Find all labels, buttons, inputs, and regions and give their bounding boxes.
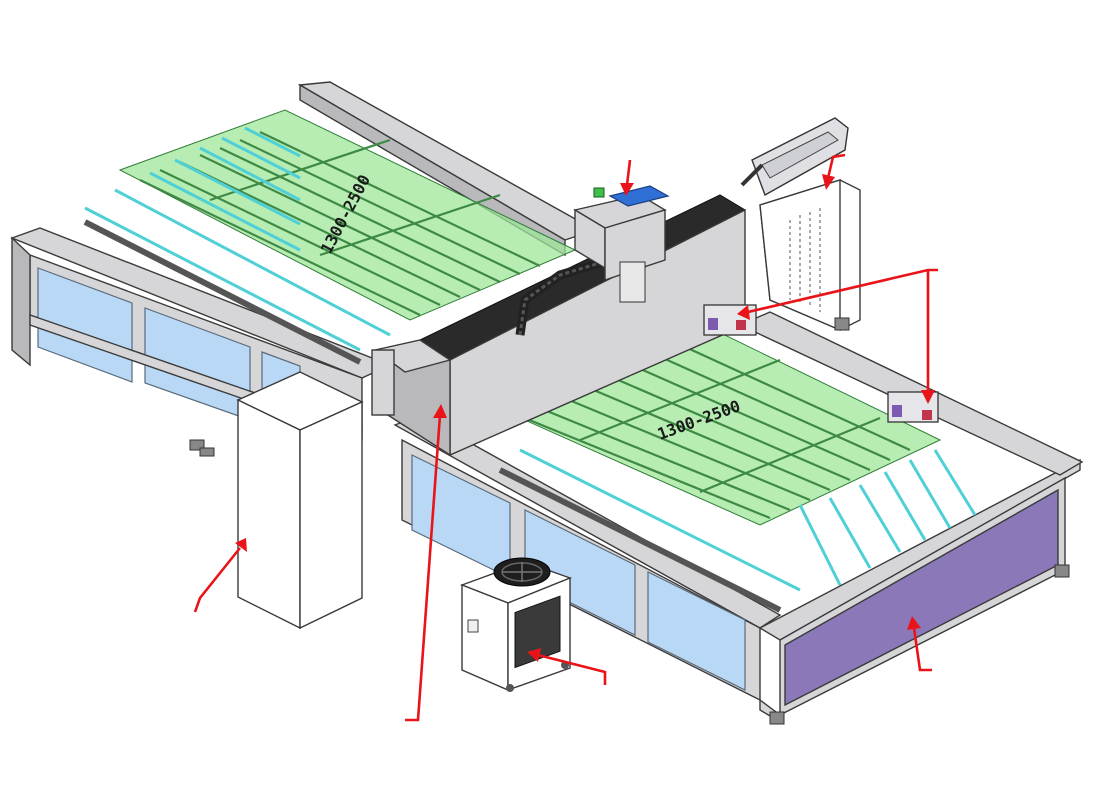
left-bed: 1300-2500 (118, 109, 577, 321)
control-cabinet (759, 179, 861, 332)
arrow-electrical-cabinet (193, 538, 247, 613)
print-head (573, 185, 670, 303)
arrow-print-head (620, 159, 634, 196)
fan-icon (493, 557, 551, 587)
arrow-control-cabinet (822, 153, 846, 190)
right-panel-3 (647, 571, 746, 691)
head-top-panel (608, 185, 670, 207)
arrow-sensors (737, 268, 938, 404)
left-arm-rails (83, 126, 391, 365)
electrical-cabinet (236, 371, 364, 630)
right-panel-2 (524, 509, 636, 636)
right-table (393, 311, 1084, 725)
left-table (10, 227, 392, 457)
back-rail (297, 81, 597, 257)
arrow-side-panel (907, 616, 932, 672)
arrow-chiller (527, 648, 607, 685)
arrow-gantry (405, 404, 447, 722)
callout-arrows (193, 153, 938, 722)
right-arm-rails (498, 448, 977, 613)
control-screen-icon (740, 117, 849, 197)
chiller (460, 557, 572, 692)
